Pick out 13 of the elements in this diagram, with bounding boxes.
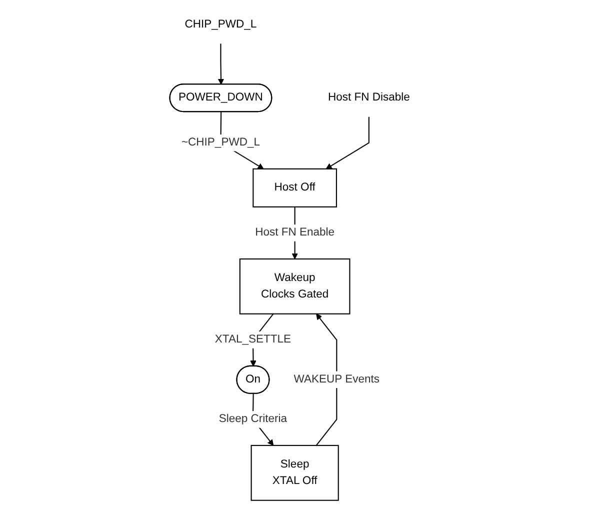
edge-label: ~CHIP_PWD_L [182, 136, 260, 148]
node-box: Sleep XTAL Off [250, 444, 340, 501]
edge-label: Host FN Enable [255, 226, 335, 239]
edge-label: Sleep Criteria [219, 413, 288, 426]
node-text: CHIP_PWD_L [184, 18, 257, 30]
arrow [316, 314, 338, 446]
arrow [218, 44, 224, 85]
arrow [326, 116, 370, 170]
edge-label: XTAL_SETTLE [215, 334, 292, 346]
node-text: Host FN Disable [328, 92, 410, 104]
node-box: Host Off [252, 168, 338, 208]
node-box: Wakeup Clocks Gated [240, 258, 350, 314]
edge-label: WAKEUP Events [294, 373, 380, 386]
